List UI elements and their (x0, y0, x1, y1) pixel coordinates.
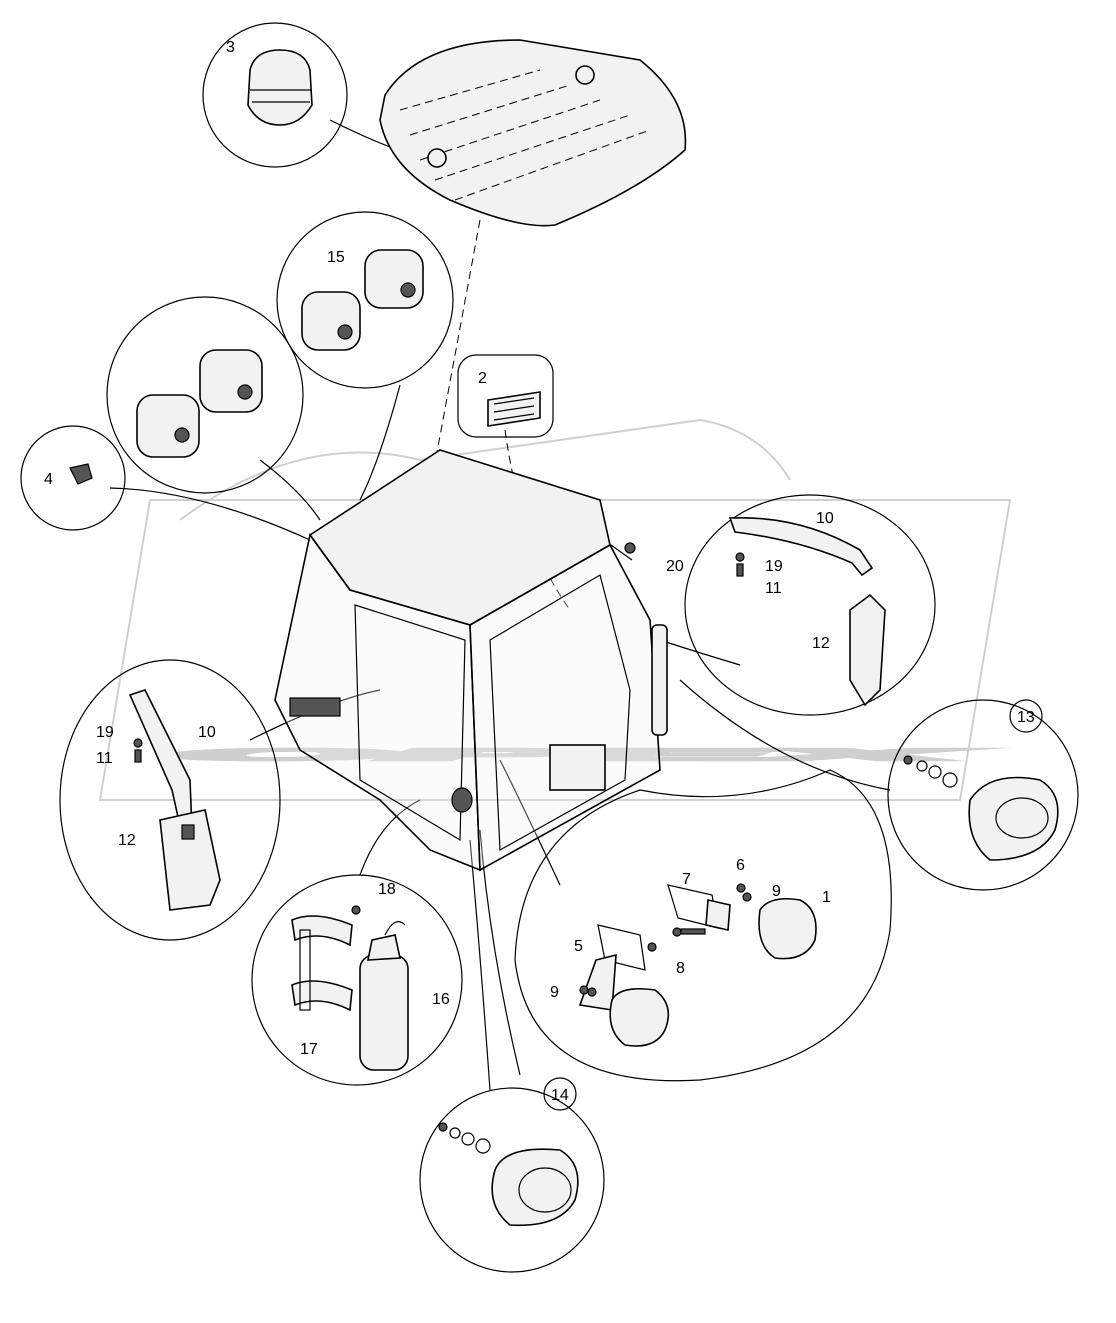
callout-11: 11 (765, 580, 782, 597)
armrest-right (728, 516, 886, 707)
callout-7: 7 (682, 871, 691, 888)
callout-13: 13 (1017, 709, 1035, 726)
work-lamp-lower-left (578, 924, 670, 1047)
callout-11-left: 11 (96, 750, 113, 767)
callout-2: 2 (478, 370, 487, 387)
callout-labels: 3 15 2 4 10 19 11 20 12 13 19 10 11 12 1… (44, 39, 1035, 1104)
callout-19: 19 (765, 558, 783, 575)
callout-9-left: 9 (550, 984, 559, 1001)
callout-3: 3 (226, 39, 235, 56)
callout-9: 9 (772, 883, 781, 900)
callout-12: 12 (812, 635, 830, 652)
leader-lines (109, 119, 891, 1091)
callout-14-circle (543, 1077, 577, 1111)
callout-18: 18 (378, 881, 396, 898)
callout-5: 5 (574, 938, 583, 955)
callout-16: 16 (432, 991, 450, 1008)
callout-20: 20 (666, 558, 684, 575)
extinguisher-bracket (291, 905, 361, 1012)
callout-12-left: 12 (118, 832, 136, 849)
callout-14: 14 (551, 1087, 569, 1104)
roof-panel (379, 39, 687, 227)
lamp-bottom (438, 1122, 579, 1227)
callout-10-left: 10 (198, 724, 216, 741)
cab-body (274, 449, 668, 872)
vent-grille (487, 391, 541, 427)
work-lamp-upper-right (667, 883, 817, 960)
armrest-left (128, 689, 221, 911)
knob (69, 463, 93, 485)
extinguisher (359, 921, 409, 1071)
callout-19-left: 19 (96, 724, 114, 741)
callout-6: 6 (736, 857, 745, 874)
callout-13-circle (1009, 699, 1043, 733)
work-lamps-left (136, 349, 263, 458)
callout-10: 10 (816, 510, 834, 527)
lamp-right (903, 755, 1059, 861)
callout-17: 17 (300, 1041, 318, 1058)
callout-1: 1 (822, 889, 831, 906)
work-lamps-upper (301, 249, 424, 351)
beacon-light (247, 49, 313, 126)
callout-15: 15 (327, 249, 345, 266)
callout-8: 8 (676, 960, 685, 977)
callout-4: 4 (44, 471, 53, 488)
